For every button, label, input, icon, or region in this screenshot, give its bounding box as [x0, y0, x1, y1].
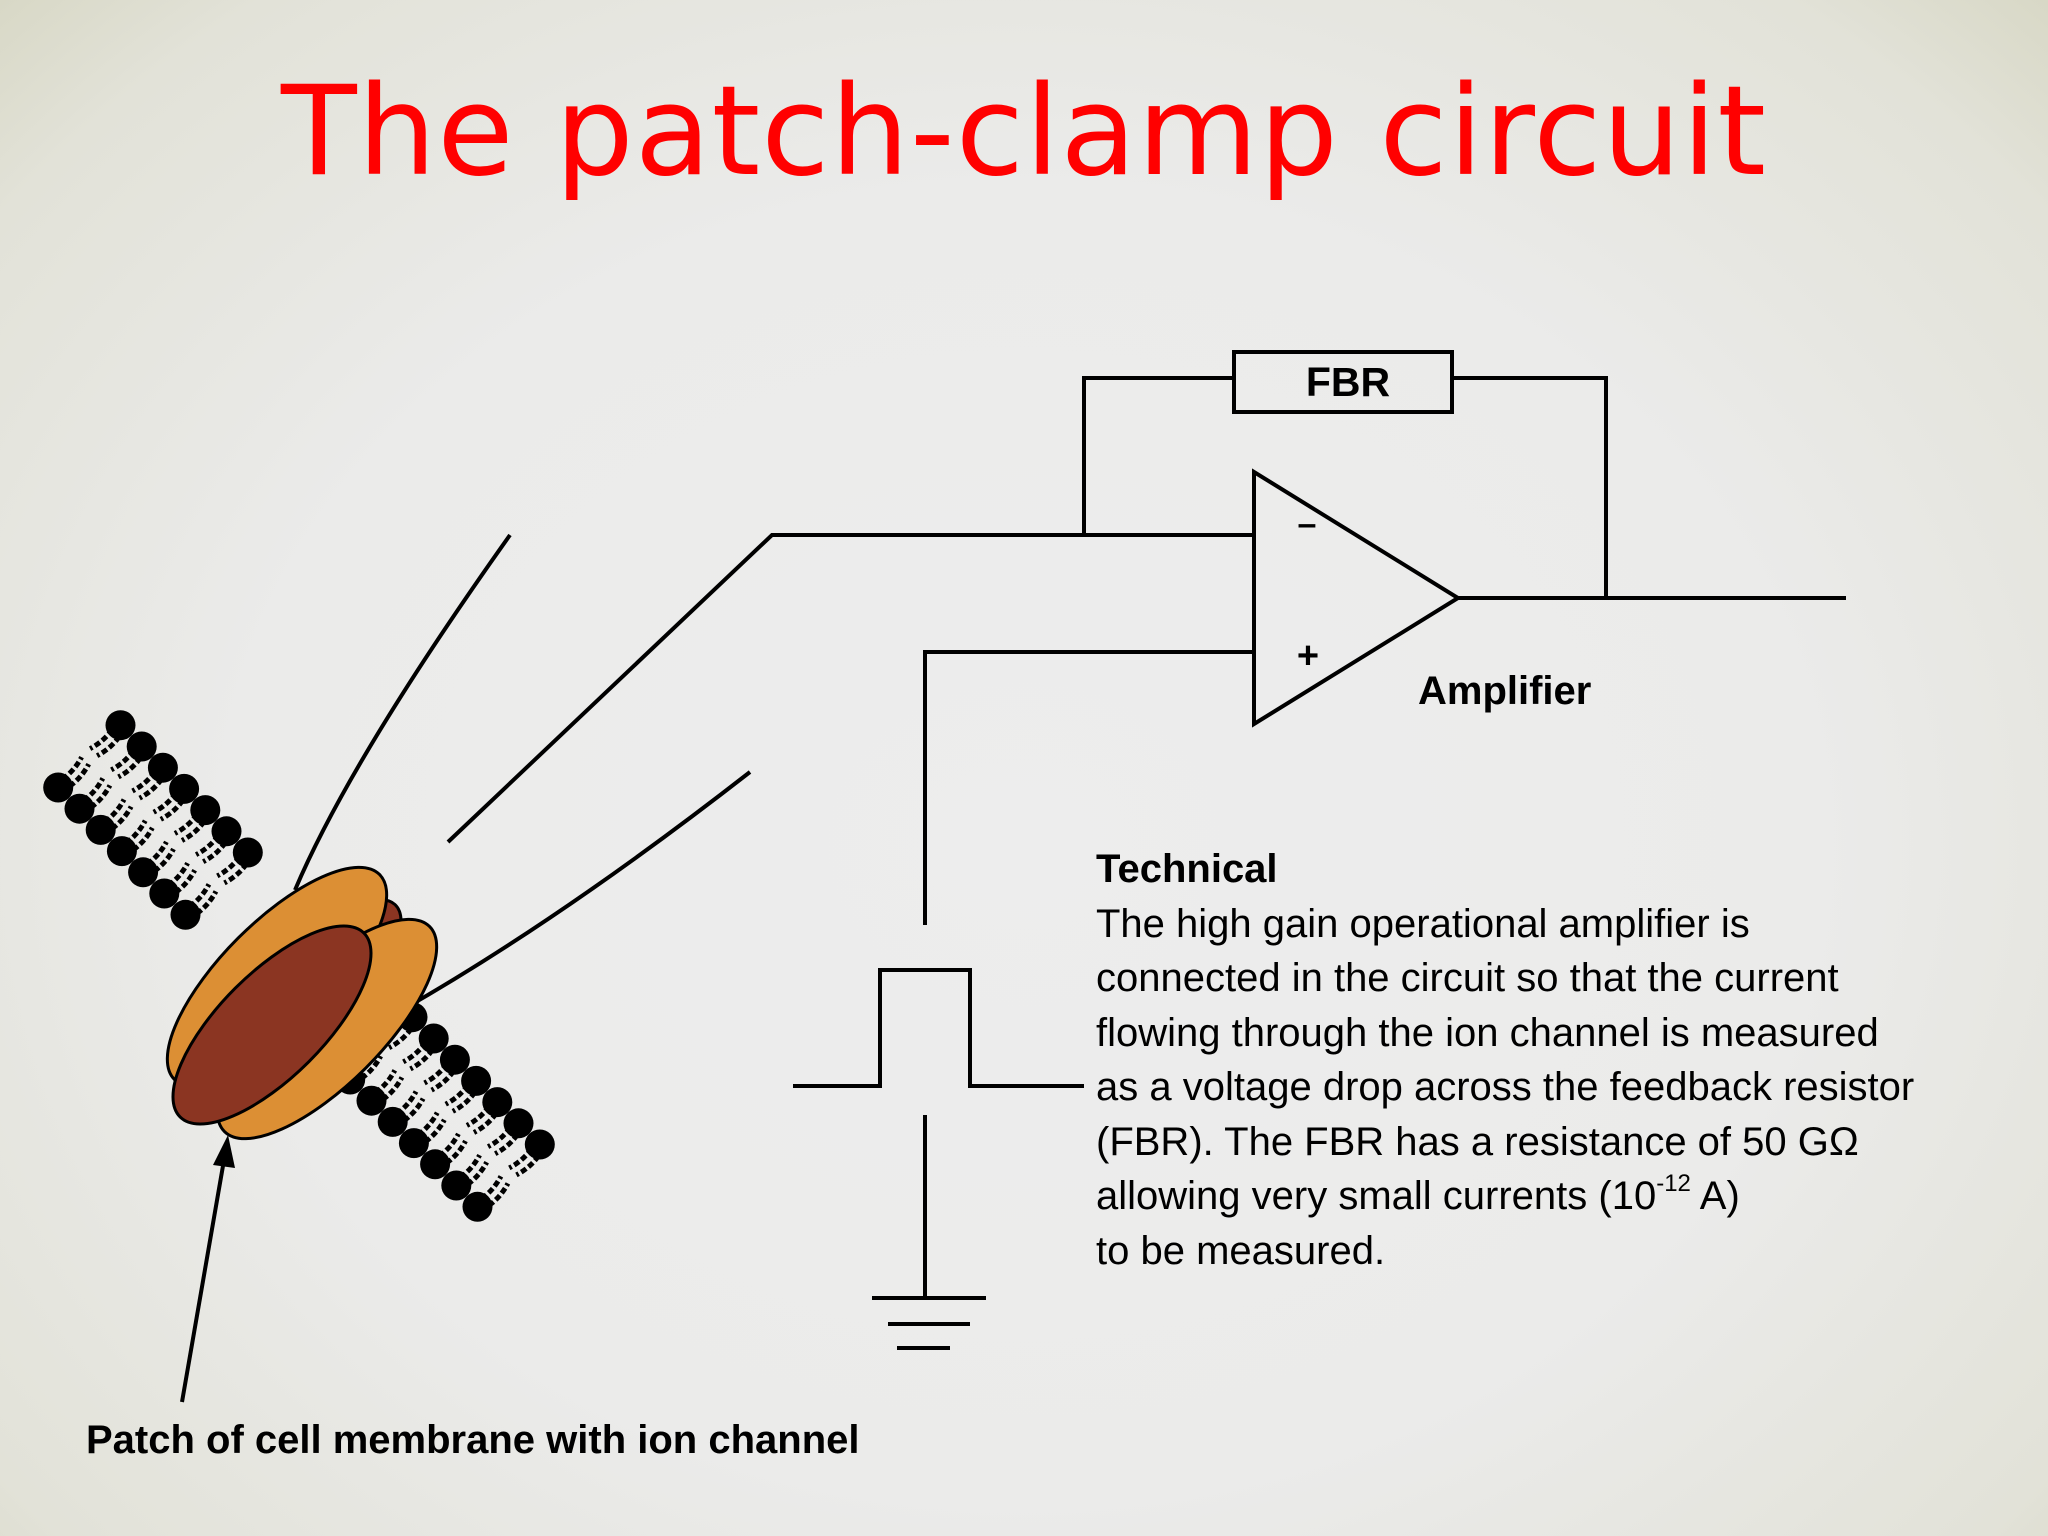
lipid-head: [462, 1191, 493, 1222]
lipid-head: [170, 899, 201, 930]
lipid-head: [149, 878, 180, 909]
lipid-head: [503, 1108, 534, 1139]
lipid-head: [64, 793, 95, 824]
feedback-wire-right: [1452, 376, 1608, 598]
amplifier-label: Amplifier: [1418, 669, 1591, 713]
feedback-resistor: [1232, 350, 1454, 414]
lipid-head: [169, 773, 200, 804]
channel-subunit-front: [171, 924, 373, 1126]
technical-line-text: A): [1690, 1174, 1740, 1218]
lipid-head: [420, 1149, 451, 1180]
lipid-head: [418, 1023, 449, 1054]
technical-line: to be measured.: [1096, 1228, 1386, 1273]
lipid-head: [439, 1044, 470, 1075]
lipid-head: [211, 816, 242, 847]
caption-arrow: [180, 1159, 226, 1403]
caption-arrowhead: [213, 1135, 235, 1168]
lipid-head: [105, 710, 136, 741]
lipid-head: [377, 1106, 408, 1137]
electrode-wire: [446, 533, 1254, 844]
technical-line: connected in the circuit so that the cur…: [1096, 956, 1839, 1000]
lipid-bilayer: [43, 710, 555, 1222]
voltage-pulse: [793, 968, 1084, 1088]
lipid-head: [461, 1065, 492, 1096]
technical-note: Technical The high gain operational ampl…: [1096, 842, 2036, 1278]
technical-line-text: allowing very small currents (10: [1096, 1174, 1657, 1218]
lipid-head: [356, 1085, 387, 1116]
lipid-head: [126, 731, 157, 762]
technical-line: allowing very small currents (10-12 A): [1096, 1169, 2036, 1224]
technical-line: The high gain operational amplifier is: [1096, 901, 1750, 946]
pipette-wall-left: [293, 533, 512, 891]
lipid-head: [43, 772, 74, 803]
reference-wire: [923, 650, 1254, 925]
amplifier-triangle: [1252, 468, 1462, 728]
noninverting-input-sign: +: [1297, 635, 1319, 677]
lipid-head: [106, 836, 137, 867]
inverting-input-sign: –: [1298, 505, 1317, 543]
feedback-wire: [1082, 376, 1234, 535]
technical-line: flowing through the ion channel is measu…: [1096, 1010, 1879, 1055]
resistor-label: FBR: [1306, 359, 1390, 405]
lipid-head: [482, 1087, 513, 1118]
slide-title: The patch-clamp circuit: [280, 60, 1768, 204]
lipid-head: [190, 795, 221, 826]
technical-line: as a voltage drop across the feedback re…: [1096, 1065, 1915, 1109]
lipid-head: [398, 1128, 429, 1159]
technical-line: (FBR). The FBR has a resistance of 50 GΩ: [1096, 1119, 1859, 1164]
ion-channel: [165, 865, 439, 1141]
pipette-wall-right: [401, 770, 752, 1012]
lipid-head: [147, 752, 178, 783]
exponent: -12: [1656, 1170, 1691, 1197]
lipid-head: [128, 857, 159, 888]
lipid-head: [85, 814, 116, 845]
technical-heading: Technical: [1096, 847, 1278, 891]
membrane-caption: Patch of cell membrane with ion channel: [86, 1418, 860, 1462]
lipid-head: [441, 1170, 472, 1201]
ground-icon: [872, 1296, 986, 1350]
lipid-head: [524, 1129, 555, 1160]
lipid-head: [232, 837, 263, 868]
